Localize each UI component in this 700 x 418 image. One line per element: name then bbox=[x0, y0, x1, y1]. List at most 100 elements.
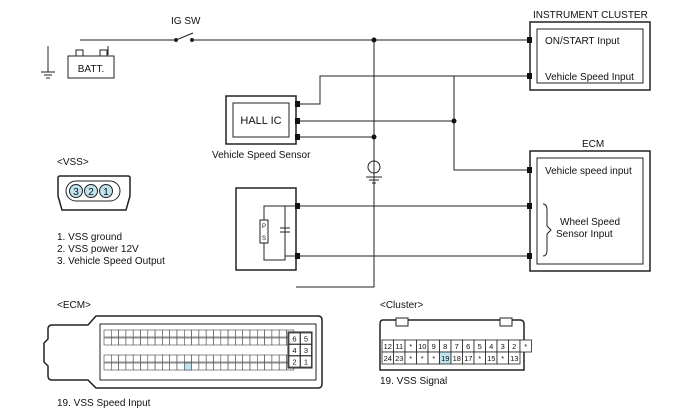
ecm-pin-cell bbox=[169, 354, 178, 363]
ecm-pin-cell bbox=[249, 354, 258, 363]
ecm-pin-cell bbox=[176, 337, 185, 346]
ecm-side-pin-cell bbox=[288, 332, 301, 345]
ecm-pin-cell bbox=[154, 329, 163, 338]
cluster-connector-note: 19. VSS Signal bbox=[380, 376, 447, 387]
ecm-pin-cell bbox=[213, 329, 222, 338]
ecm-pin-cell bbox=[111, 337, 119, 346]
ecm-pin-cell bbox=[103, 354, 112, 363]
ecm-pin-cell bbox=[111, 354, 119, 363]
ecm-pin-cell bbox=[132, 329, 141, 338]
cluster-pin-label: * bbox=[501, 354, 504, 363]
ecm-pin-cell bbox=[264, 337, 273, 346]
ecm-pin-cell bbox=[198, 354, 207, 363]
cluster-pin-label: 13 bbox=[510, 354, 518, 363]
sensor-ground-icon bbox=[366, 160, 382, 184]
ecm-pin-cell bbox=[132, 362, 141, 371]
ecm-pin-cell bbox=[249, 329, 258, 338]
ecm-pin-cell bbox=[132, 354, 141, 363]
ecm-pin-cell bbox=[191, 354, 200, 363]
ecm-connector-title: <ECM> bbox=[57, 300, 91, 311]
cluster-pin-label: 9 bbox=[432, 342, 436, 351]
ecm-pin-cell bbox=[227, 337, 236, 346]
ecm-side-pin-cell bbox=[288, 355, 301, 368]
ecm-pin-cell bbox=[191, 337, 200, 346]
ecm-side-pin-cell bbox=[288, 344, 301, 356]
ecm-pin-cell bbox=[147, 329, 156, 338]
cluster-pin-label: * bbox=[421, 354, 424, 363]
ecm-pin-cell bbox=[242, 329, 251, 338]
ecm-pin-cell bbox=[140, 362, 149, 371]
cluster-pin-cell bbox=[519, 339, 532, 353]
ecm-pin-cell bbox=[140, 354, 149, 363]
cluster-pin-label: * bbox=[524, 342, 527, 351]
cluster-pin-label: 7 bbox=[455, 342, 459, 351]
ecm-pin-cell bbox=[278, 362, 287, 371]
ecm-pin-cell bbox=[154, 337, 163, 346]
ecm-pin-cell bbox=[205, 354, 214, 363]
cluster-pin-label: 12 bbox=[384, 342, 392, 351]
ecm-vehicle-speed-input-label: Vehicle speed input bbox=[545, 166, 632, 177]
ecm-pin-cell bbox=[169, 362, 178, 371]
ig-sw-label: IG SW bbox=[171, 16, 201, 27]
ecm-side-pin-label: 5 bbox=[304, 335, 308, 344]
ecm-pin-cell bbox=[205, 362, 214, 371]
vss-pin: 2 bbox=[88, 187, 94, 198]
sensor-p-label: P bbox=[262, 224, 266, 230]
ecm-pin-cell bbox=[103, 329, 112, 338]
vss-pin: 1 bbox=[103, 187, 109, 198]
ecm-pin-grid bbox=[103, 329, 295, 371]
ignition-switch: IG SW bbox=[171, 16, 201, 42]
ecm-pin-cell bbox=[256, 329, 265, 338]
ecm-pin-cell bbox=[256, 354, 265, 363]
wheel-speed-label-1: Wheel Speed bbox=[560, 217, 620, 228]
ecm-pin-cell bbox=[184, 329, 192, 338]
ecm-side-pin-label: 3 bbox=[304, 346, 308, 355]
cluster-pin-label: 3 bbox=[501, 342, 505, 351]
vss-legend-item: 1. VSS ground bbox=[57, 232, 122, 243]
ecm-module: ECM Vehicle speed input Wheel Speed Sens… bbox=[527, 139, 651, 272]
wheel-speed-label-2: Sensor Input bbox=[556, 229, 613, 240]
ecm-pin-cell bbox=[118, 337, 127, 346]
ecm-pin-cell bbox=[213, 354, 222, 363]
ecm-pin-cell bbox=[162, 329, 170, 338]
cluster-pin-label: 19 bbox=[441, 354, 449, 363]
ecm-pin-cell bbox=[278, 337, 287, 346]
ecm-pin-cell bbox=[118, 354, 127, 363]
cluster-pin-label: * bbox=[478, 354, 481, 363]
vss-title-text: <VSS> bbox=[57, 157, 89, 168]
ecm-pin-cell bbox=[264, 362, 273, 371]
ecm-pin-cell bbox=[118, 362, 127, 371]
ecm-pin-cell bbox=[264, 329, 273, 338]
ecm-pin-cell bbox=[278, 354, 287, 363]
ecm-title: ECM bbox=[582, 139, 604, 150]
cluster-pin-label: 8 bbox=[443, 342, 447, 351]
ecm-pin-cell bbox=[169, 337, 178, 346]
ecm-side-pin-label: 2 bbox=[292, 358, 296, 367]
cluster-pin-label: 24 bbox=[384, 354, 392, 363]
ecm-side-pin-label: 4 bbox=[292, 346, 296, 355]
cluster-pin-label: 15 bbox=[487, 354, 495, 363]
ecm-pin-cell bbox=[184, 337, 192, 346]
ecm-side-pin-cell bbox=[300, 344, 312, 356]
ecm-pin-cell bbox=[118, 329, 127, 338]
ecm-pin-cell bbox=[198, 337, 207, 346]
ecm-pin-cell bbox=[132, 337, 141, 346]
ecm-pin-cell bbox=[111, 362, 119, 371]
ecm-pin-cell bbox=[140, 337, 149, 346]
hall-ic-sensor: HALL IC Vehicle Speed Sensor bbox=[212, 95, 311, 161]
ecm-pin-cell bbox=[198, 362, 207, 371]
ecm-pin-cell bbox=[249, 362, 258, 371]
ecm-pin-cell bbox=[103, 362, 112, 371]
ecm-pin-cell bbox=[147, 337, 156, 346]
ecm-pin-cell bbox=[162, 362, 170, 371]
ecm-side-pin-cell bbox=[300, 355, 312, 368]
ecm-pin-cell bbox=[213, 362, 222, 371]
cluster-vehicle-speed-input-label: Vehicle Speed Input bbox=[545, 72, 634, 83]
ecm-pin-cell bbox=[213, 337, 222, 346]
ecm-pin-cell bbox=[162, 354, 170, 363]
ecm-side-pin-label: 1 bbox=[304, 358, 308, 367]
ecm-pin-cell bbox=[154, 354, 163, 363]
